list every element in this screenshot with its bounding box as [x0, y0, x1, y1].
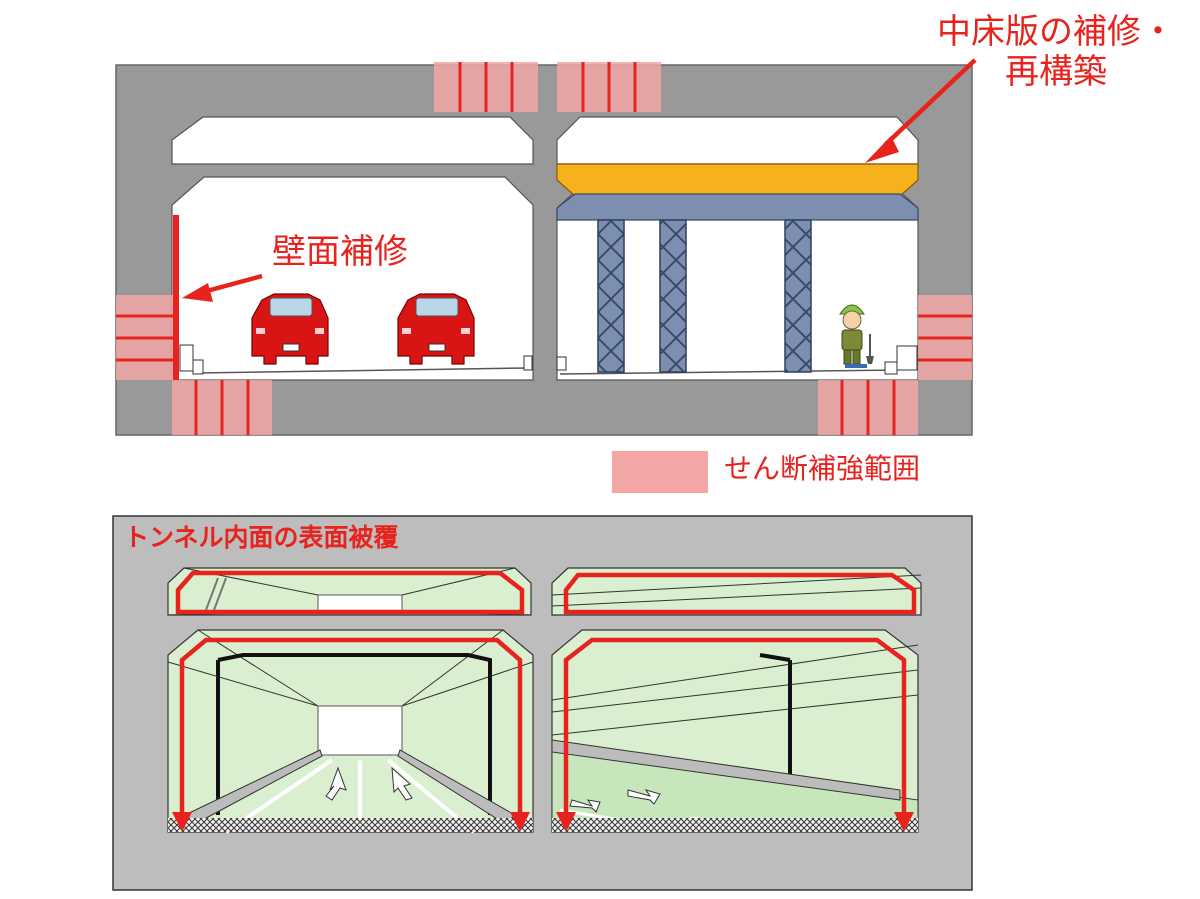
- shear-zone-bottom-left: [172, 380, 272, 435]
- right-road-surface: [559, 369, 898, 375]
- coating-outlines: [175, 570, 917, 820]
- wall-repair-line: [173, 215, 179, 380]
- upper-duct-right: [556, 116, 919, 165]
- shear-legend-swatch: [612, 451, 708, 493]
- upper-deck-line1: 中床版の補修・: [937, 12, 1175, 52]
- shear-zone-right-wall: [918, 295, 972, 380]
- right-tunnel-curb: [556, 356, 567, 371]
- cross-section-diagram: [115, 58, 977, 493]
- left-upper-duct-view: [167, 567, 532, 616]
- shear-zone-left-wall: [116, 295, 178, 380]
- shear-zone-top-left: [434, 62, 538, 112]
- shear-zones: [116, 62, 972, 435]
- upper-deck-line2: 再構築: [1005, 52, 1107, 92]
- left-curb: [179, 344, 194, 372]
- shear-zone-bottom-right: [818, 380, 918, 435]
- right-tunnel-view: [551, 629, 919, 833]
- support-column-3: [784, 219, 812, 373]
- right-upper-duct-view: [551, 567, 922, 616]
- deck-arrow: [865, 58, 977, 163]
- shear-legend-label: せん断補強範囲: [724, 452, 921, 485]
- new-deck-slab: [556, 163, 919, 197]
- steel-beam: [556, 193, 919, 221]
- right-tunnel-step: [884, 361, 898, 375]
- worker-figure: [839, 304, 874, 368]
- red-car-right: [397, 293, 475, 365]
- right-curb-small: [523, 355, 533, 371]
- wall-repair-label: 壁面補修: [272, 232, 408, 272]
- tunnel-panel: [112, 515, 973, 891]
- coating-arrowheads: [172, 812, 914, 832]
- shear-zone-top-right: [557, 62, 661, 112]
- left-tunnel-view: [167, 629, 534, 834]
- upper-deck-annotation: 中床版の補修・ 再構築: [912, 12, 1200, 92]
- left-curb-step: [192, 359, 204, 375]
- right-tunnel-sidewalk: [896, 345, 918, 371]
- red-car-left: [251, 293, 329, 365]
- support-column-2: [659, 219, 687, 373]
- tunnel-coating-title: トンネル内面の表面被覆: [124, 523, 399, 552]
- support-column-1: [597, 219, 625, 373]
- left-road-surface: [196, 367, 529, 374]
- upper-duct-left: [171, 116, 534, 165]
- left-tunnel: [171, 176, 534, 381]
- wall-arrow: [182, 273, 263, 302]
